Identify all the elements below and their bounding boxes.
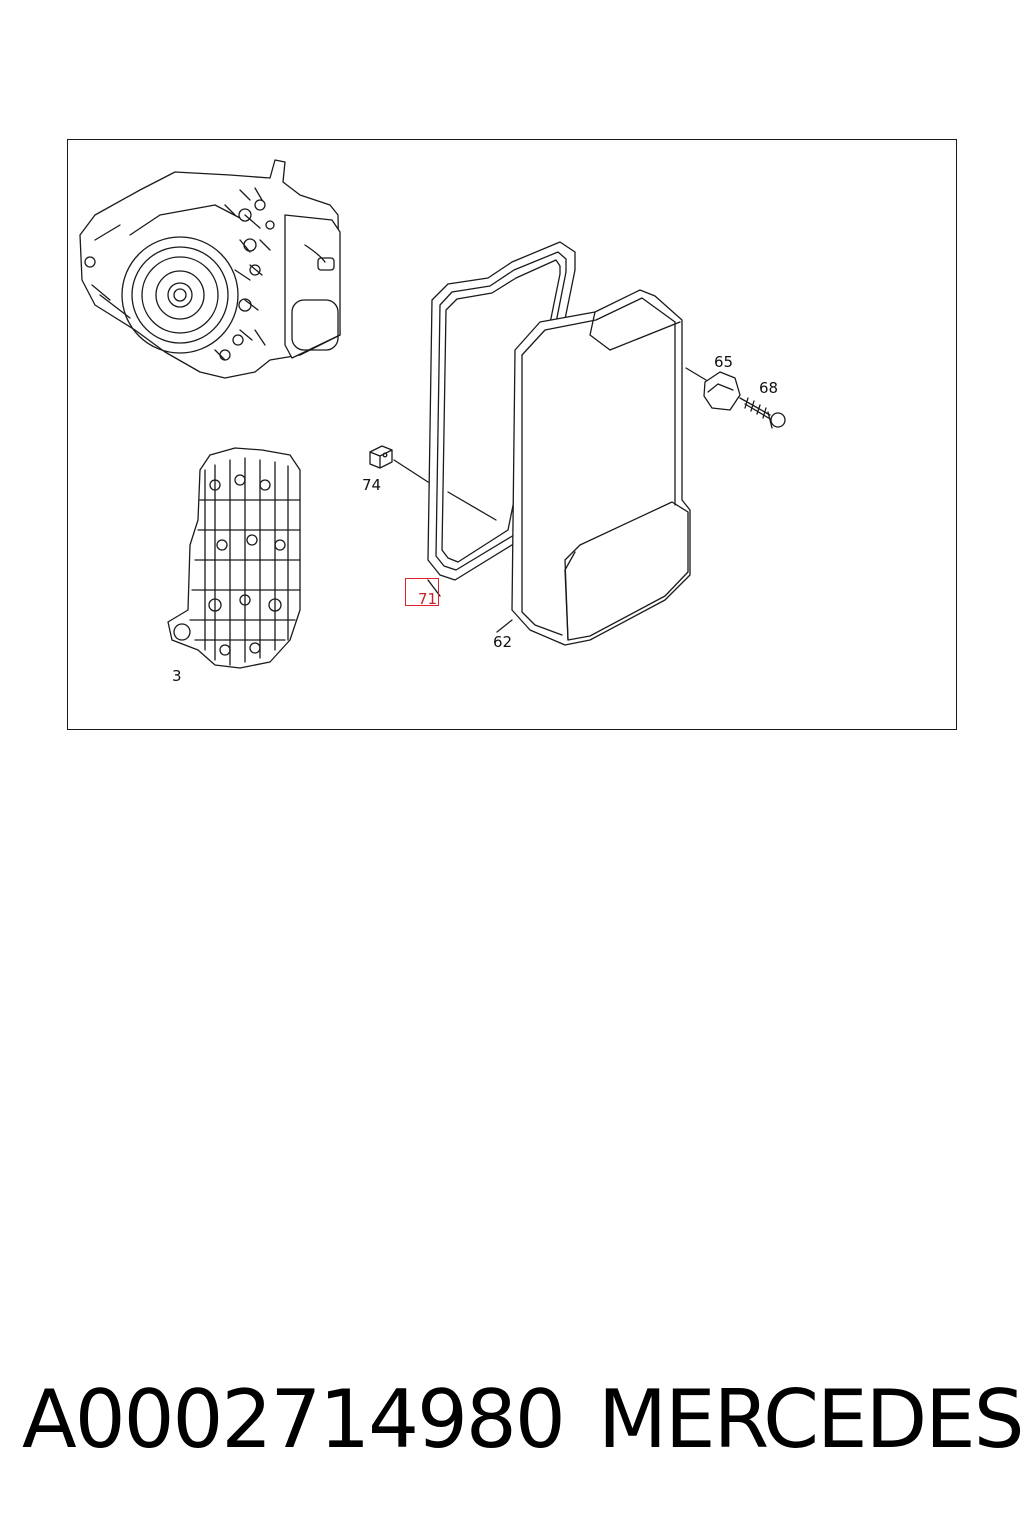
magnet-part-illustration (369, 445, 429, 483)
callout-68[interactable]: 68 (759, 379, 779, 397)
filter-part-illustration (685, 367, 741, 411)
callout-71[interactable]: 71 (418, 590, 438, 608)
exploded-parts-diagram (79, 159, 786, 669)
transmission-assembly-illustration (79, 159, 341, 379)
footer: A0002714980 MERCEDES (0, 1370, 1024, 1470)
callout-65[interactable]: 65 (714, 353, 734, 371)
leader-line-62 (496, 619, 513, 633)
valve-body-illustration (167, 447, 301, 669)
gasket-illustration (427, 241, 576, 581)
part-number: A0002714980 (22, 1373, 566, 1466)
callout-74[interactable]: 74 (362, 476, 382, 494)
callout-3[interactable]: 3 (172, 667, 182, 685)
brand-name: MERCEDES (598, 1373, 1024, 1466)
callout-71-highlight-box (405, 578, 439, 606)
callout-62[interactable]: 62 (493, 633, 513, 651)
screw-part-illustration (739, 397, 786, 429)
oil-pan-illustration (511, 289, 691, 646)
